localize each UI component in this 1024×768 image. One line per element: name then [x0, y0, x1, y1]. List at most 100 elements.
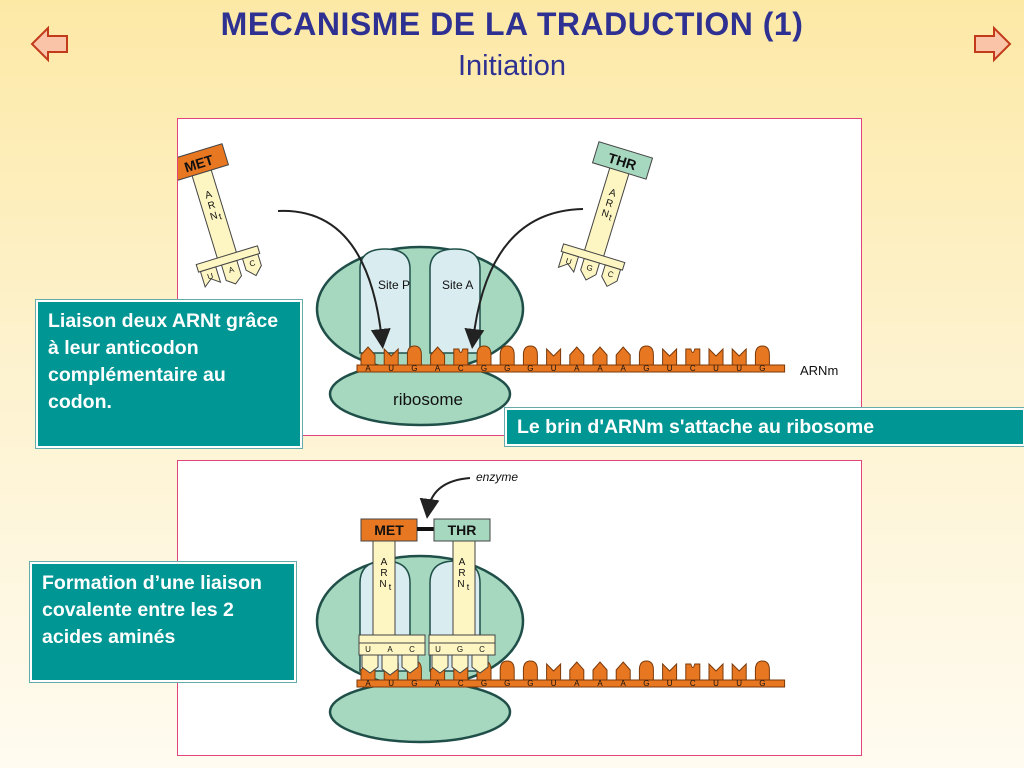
mrna-base	[499, 345, 515, 366]
svg-text:A: A	[387, 645, 393, 654]
svg-text:R: R	[458, 568, 465, 579]
mrna-base	[685, 663, 701, 681]
svg-text:G: G	[457, 645, 463, 654]
svg-text:U: U	[206, 271, 214, 281]
callout-brin-arnm: Le brin d'ARNm s'attache au ribosome	[505, 408, 1024, 446]
mrna-base	[383, 347, 399, 366]
mrna-base	[685, 348, 701, 366]
mrna-base-label: U	[388, 679, 394, 688]
mrna-base-label: G	[481, 679, 487, 688]
mrna-base	[522, 660, 538, 681]
mrna-base	[546, 347, 562, 366]
mrna-base-label: U	[667, 364, 673, 373]
svg-text:N: N	[379, 579, 386, 590]
slide-subtitle: Initiation	[457, 50, 566, 82]
mrna-base-label: A	[365, 364, 371, 373]
svg-text:G: G	[585, 263, 594, 273]
mrna-base	[708, 662, 724, 681]
mrna-base	[708, 347, 724, 366]
mrna-base-label: U	[551, 364, 557, 373]
mrna-base	[592, 661, 608, 681]
mrna-base	[731, 347, 747, 366]
svg-text:C: C	[479, 645, 485, 654]
arrow-right-icon[interactable]	[972, 24, 1012, 64]
mrna-base-label: A	[574, 364, 580, 373]
svg-text:C: C	[248, 258, 256, 268]
mrna-base-label: G	[411, 679, 417, 688]
mrna-base	[754, 660, 770, 681]
thr-amino-acid	[433, 518, 491, 542]
arrow-thr-to-site-a	[464, 208, 584, 349]
mrna-base-label: C	[458, 679, 464, 688]
trna-thr: THR A R N t U G C	[428, 518, 496, 674]
mrna-base	[522, 345, 538, 366]
arrow-left-icon[interactable]	[30, 24, 70, 64]
mrna-base-label: G	[643, 364, 649, 373]
mrna-base	[430, 346, 446, 366]
mrna-base	[546, 662, 562, 681]
mrna-base-label: A	[597, 679, 603, 688]
mrna-base	[615, 346, 631, 366]
svg-text:N: N	[457, 579, 464, 590]
site-p-label: Site P	[378, 278, 410, 292]
mrna-base	[499, 660, 515, 681]
svg-text:t: t	[218, 211, 224, 221]
thr-label: THR	[448, 522, 477, 538]
svg-text:U: U	[365, 645, 371, 654]
arrow-met-to-site-p	[277, 209, 391, 349]
trna-met: MET A R N t U A C	[358, 518, 426, 676]
met-label: MET	[374, 522, 404, 538]
svg-text:A: A	[608, 187, 618, 200]
svg-text:U: U	[435, 645, 441, 654]
svg-text:t: t	[467, 582, 470, 592]
mrna-base	[569, 346, 585, 366]
mrna-base-label: C	[690, 679, 696, 688]
mrna-base-label: U	[713, 679, 719, 688]
slide-title: MECANISME DE LA TRADUCTION (1)	[220, 6, 804, 42]
mrna-base-label: U	[551, 679, 557, 688]
mrna-base-label: G	[759, 679, 765, 688]
svg-text:A: A	[381, 557, 388, 568]
svg-text:t: t	[608, 212, 614, 222]
mrna-base-label: A	[435, 679, 441, 688]
mrna-base-label: C	[458, 364, 464, 373]
mrna-base-label: U	[736, 679, 742, 688]
mrna-base-label: A	[621, 679, 627, 688]
enzyme-label: enzyme	[476, 470, 518, 484]
mrna-base-label: A	[365, 679, 371, 688]
mrna-base-label: A	[597, 364, 603, 373]
svg-text:U: U	[565, 256, 573, 266]
site-a-label: Site A	[442, 278, 473, 292]
mrna-base-label: G	[527, 364, 533, 373]
mrna-base-label: G	[759, 364, 765, 373]
mrna-base	[360, 346, 376, 366]
mrna-base-label: A	[621, 364, 627, 373]
mrna-base	[638, 345, 654, 366]
svg-text:A: A	[204, 189, 214, 202]
mrna-base-label: G	[481, 364, 487, 373]
mrna-base	[476, 345, 492, 366]
mrna-base-label: G	[527, 679, 533, 688]
mrna-base-label: U	[388, 364, 394, 373]
svg-text:N: N	[600, 208, 610, 221]
svg-text:C: C	[607, 269, 615, 279]
mrna-base	[615, 661, 631, 681]
mrna-base	[731, 662, 747, 681]
mrna-base	[638, 660, 654, 681]
mrna-base	[453, 348, 469, 366]
mrna-base-label: G	[504, 364, 510, 373]
mrna-base-label: A	[435, 364, 441, 373]
mrna-base-label: U	[667, 679, 673, 688]
mrna-base-label: U	[736, 364, 742, 373]
mrna-label: ARNm	[800, 363, 838, 378]
mrna-base	[592, 346, 608, 366]
mrna-base	[662, 662, 678, 681]
mrna-base-label: U	[713, 364, 719, 373]
ribosome-small-subunit	[328, 680, 512, 744]
thr-amino-acid	[591, 141, 654, 180]
arrow-enzyme	[419, 477, 471, 519]
mrna-base-label: G	[643, 679, 649, 688]
mrna-backbone	[356, 364, 786, 373]
svg-text:N: N	[209, 210, 219, 223]
